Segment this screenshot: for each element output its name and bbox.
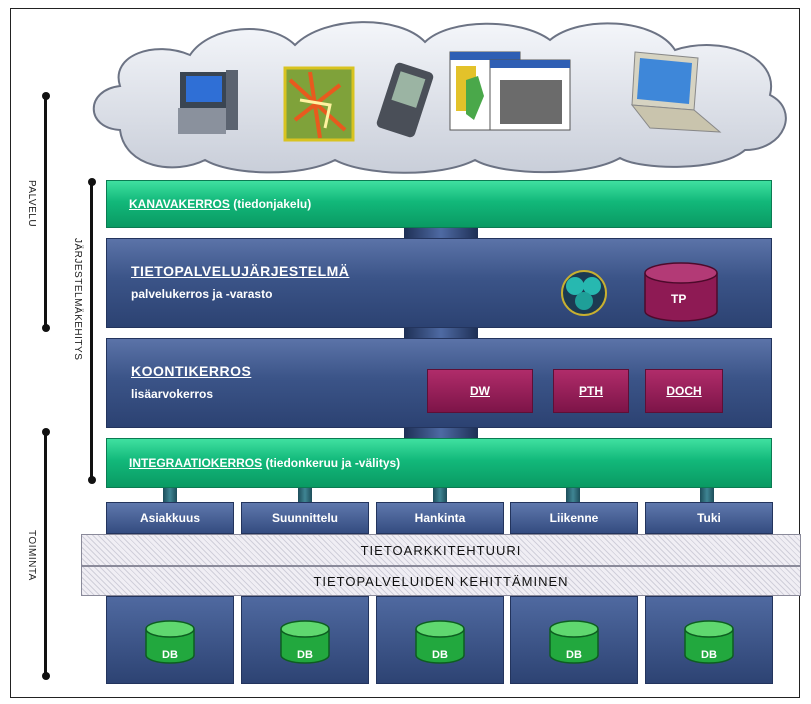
bracket-dot <box>88 476 96 484</box>
jarjestelma-bracket <box>90 182 93 480</box>
db-column: DB <box>510 596 638 684</box>
dw-box: DW <box>427 369 533 413</box>
laptop-icon <box>630 51 722 133</box>
db-icon <box>415 620 465 664</box>
db-icon <box>684 620 734 664</box>
bracket-dot <box>42 92 50 100</box>
kanava-layer: KANAVAKERROS (tiedonjakelu) <box>106 180 772 228</box>
koonti-sub: lisäarvokerros <box>131 387 214 401</box>
koonti-layer: KOONTIKERROS lisäarvokerros DW PTH DOCH <box>106 338 772 428</box>
db-label: DB <box>701 649 717 661</box>
db-icon <box>280 620 330 664</box>
palvelu-label: PALVELU <box>26 180 37 228</box>
db-column: DB <box>376 596 504 684</box>
db-column: DB <box>241 596 369 684</box>
cluster-icon <box>561 270 607 316</box>
cloud-illustration <box>92 21 787 174</box>
connector-stub <box>163 488 177 502</box>
tp-database-icon <box>644 262 718 322</box>
web-pages-icon <box>449 51 571 131</box>
pth-box: PTH <box>553 369 629 413</box>
integraatio-layer: INTEGRAATIOKERROS (tiedonkeruu ja -välit… <box>106 438 772 488</box>
integraatio-title: INTEGRAATIOKERROS <box>129 456 263 470</box>
tp-label: TP <box>671 292 687 306</box>
connector <box>404 228 478 238</box>
tietopalvelu-sub: palvelukerros ja -varasto <box>131 287 273 301</box>
toiminta-label: TOIMINTA <box>26 530 37 581</box>
db-icon <box>145 620 195 664</box>
connector-stub <box>433 488 447 502</box>
jarjestelma-label: JÄRJESTELMÄKEHITYS <box>72 238 83 361</box>
pda-icon <box>376 62 434 138</box>
connector <box>404 428 478 438</box>
toiminta-bracket <box>44 432 47 676</box>
column-tuki: Tuki <box>645 502 773 534</box>
kanava-title: KANAVAKERROS <box>129 197 230 211</box>
bracket-dot <box>88 178 96 186</box>
bracket-dot <box>42 324 50 332</box>
kanava-sub: (tiedonjakelu) <box>233 197 312 211</box>
db-label: DB <box>297 649 313 661</box>
db-label: DB <box>566 649 582 661</box>
integraatio-sub: (tiedonkeruu ja -välitys) <box>265 456 401 470</box>
column-hankinta: Hankinta <box>376 502 504 534</box>
tietopalvelu-title: TIETOPALVELUJÄRJESTELMÄ <box>131 263 350 279</box>
doch-box: DOCH <box>645 369 723 413</box>
db-column: DB <box>106 596 234 684</box>
connector-stub <box>566 488 580 502</box>
palvelu-bracket <box>44 96 47 328</box>
db-label: DB <box>162 649 178 661</box>
koonti-title: KOONTIKERROS <box>131 363 252 379</box>
column-suunnittelu: Suunnittelu <box>241 502 369 534</box>
kehittaminen-band: TIETOPALVELUIDEN KEHITTÄMINEN <box>81 566 801 596</box>
bracket-dot <box>42 672 50 680</box>
bracket-dot <box>42 428 50 436</box>
map-icon <box>283 66 355 142</box>
db-label: DB <box>432 649 448 661</box>
column-liikenne: Liikenne <box>510 502 638 534</box>
connector-stub <box>700 488 714 502</box>
kanava-layer-title: KANAVAKERROS (tiedonjakelu) <box>129 197 311 211</box>
desktop-computer-icon <box>178 70 238 134</box>
column-asiakkuus: Asiakkuus <box>106 502 234 534</box>
db-icon <box>549 620 599 664</box>
tietoarkkitehtuuri-band: TIETOARKKITEHTUURI <box>81 534 801 566</box>
connector-stub <box>298 488 312 502</box>
integraatio-layer-title: INTEGRAATIOKERROS (tiedonkeruu ja -välit… <box>129 456 400 470</box>
db-column: DB <box>645 596 773 684</box>
connector <box>404 328 478 338</box>
tietopalvelu-layer: TIETOPALVELUJÄRJESTELMÄ palvelukerros ja… <box>106 238 772 328</box>
